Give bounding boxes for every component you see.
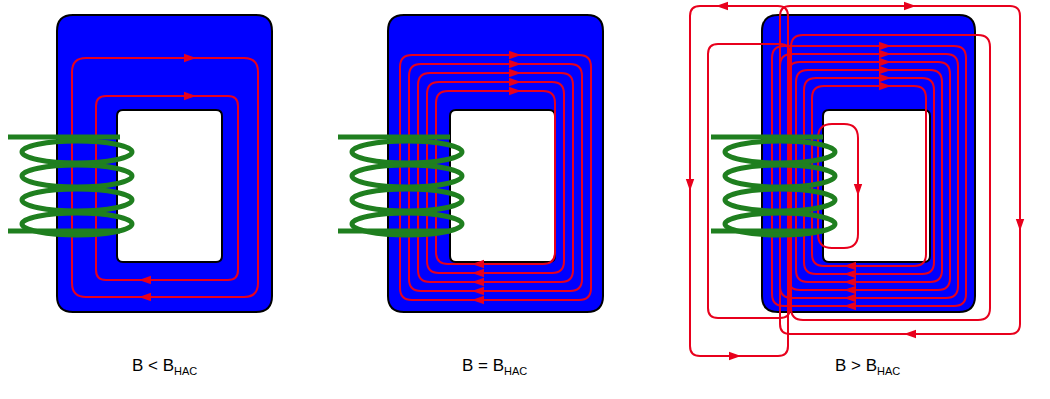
flux-arrowhead — [879, 74, 891, 82]
coil-winding — [725, 141, 835, 163]
coil-lead — [711, 135, 823, 140]
caption-text: B < B — [132, 356, 174, 375]
flux-arrowhead — [139, 276, 151, 284]
flux-arrowhead — [879, 58, 891, 66]
flux-arrowhead — [1016, 219, 1024, 231]
flux-line — [796, 70, 942, 282]
coil-winding — [352, 213, 462, 235]
coil-winding — [22, 141, 132, 163]
coil-winding — [352, 189, 462, 211]
flux-line — [788, 62, 950, 290]
caption-subscript: HAC — [877, 365, 900, 377]
coil-winding — [22, 165, 132, 187]
coil-winding — [22, 189, 132, 211]
core-window — [117, 110, 222, 262]
flux-arrowhead — [509, 69, 521, 77]
flux-arrowhead — [904, 330, 916, 338]
flux-line — [804, 78, 934, 274]
flux-arrowhead — [844, 270, 856, 278]
flux-line — [791, 35, 990, 320]
flux-arrowhead — [472, 296, 484, 304]
flux-arrowhead — [879, 66, 891, 74]
flux-arrowhead — [472, 269, 484, 277]
flux-arrowhead — [472, 278, 484, 286]
core-window — [823, 110, 930, 262]
flux-line — [427, 82, 564, 273]
flux-arrowhead — [844, 278, 856, 286]
flux-line — [72, 58, 258, 297]
flux-line — [436, 91, 555, 264]
condition-caption: B < BHAC — [132, 356, 197, 377]
flux-arrowhead — [879, 42, 891, 50]
flux-arrowhead — [509, 87, 521, 95]
coil-lead — [8, 135, 120, 140]
flux-arrowhead — [686, 179, 694, 191]
flux-arrowhead — [139, 293, 151, 301]
caption-text: B > B — [835, 356, 877, 375]
flux-arrowhead — [184, 54, 196, 62]
core-window — [450, 110, 555, 262]
flux-arrowhead — [184, 92, 196, 100]
flux-arrowhead — [509, 78, 521, 86]
flux-arrowhead — [879, 82, 891, 90]
flux-line — [812, 86, 926, 266]
flux-line — [708, 44, 790, 318]
flux-line — [418, 73, 573, 282]
coil-winding — [725, 213, 835, 235]
coil-winding — [352, 165, 462, 187]
flux-line — [96, 96, 238, 280]
flux-arrowhead — [879, 50, 891, 58]
flux-arrowhead — [844, 302, 856, 310]
coil-winding — [22, 213, 132, 235]
caption-subscript: HAC — [504, 365, 527, 377]
flux-arrowhead — [509, 60, 521, 68]
flux-arrowhead — [854, 184, 862, 196]
coil-winding — [725, 165, 835, 187]
flux-arrowhead — [844, 294, 856, 302]
flux-arrowhead — [904, 2, 916, 10]
flux-line — [409, 64, 582, 291]
coil-winding — [352, 141, 462, 163]
flux-arrowhead — [472, 287, 484, 295]
flux-arrowhead — [844, 262, 856, 270]
flux-arrowhead — [729, 352, 741, 360]
flux-arrowhead — [472, 260, 484, 268]
flux-line — [772, 46, 966, 306]
coil-lead — [338, 135, 450, 140]
flux-line — [400, 55, 591, 300]
caption-subscript: HAC — [174, 365, 197, 377]
coil-winding — [725, 189, 835, 211]
flux-arrowhead — [716, 2, 728, 10]
flux-arrowhead — [844, 286, 856, 294]
condition-caption: B = BHAC — [462, 356, 527, 377]
condition-caption: B > BHAC — [835, 356, 900, 377]
caption-text: B = B — [462, 356, 504, 375]
flux-arrowhead — [509, 51, 521, 59]
flux-line — [780, 54, 958, 298]
